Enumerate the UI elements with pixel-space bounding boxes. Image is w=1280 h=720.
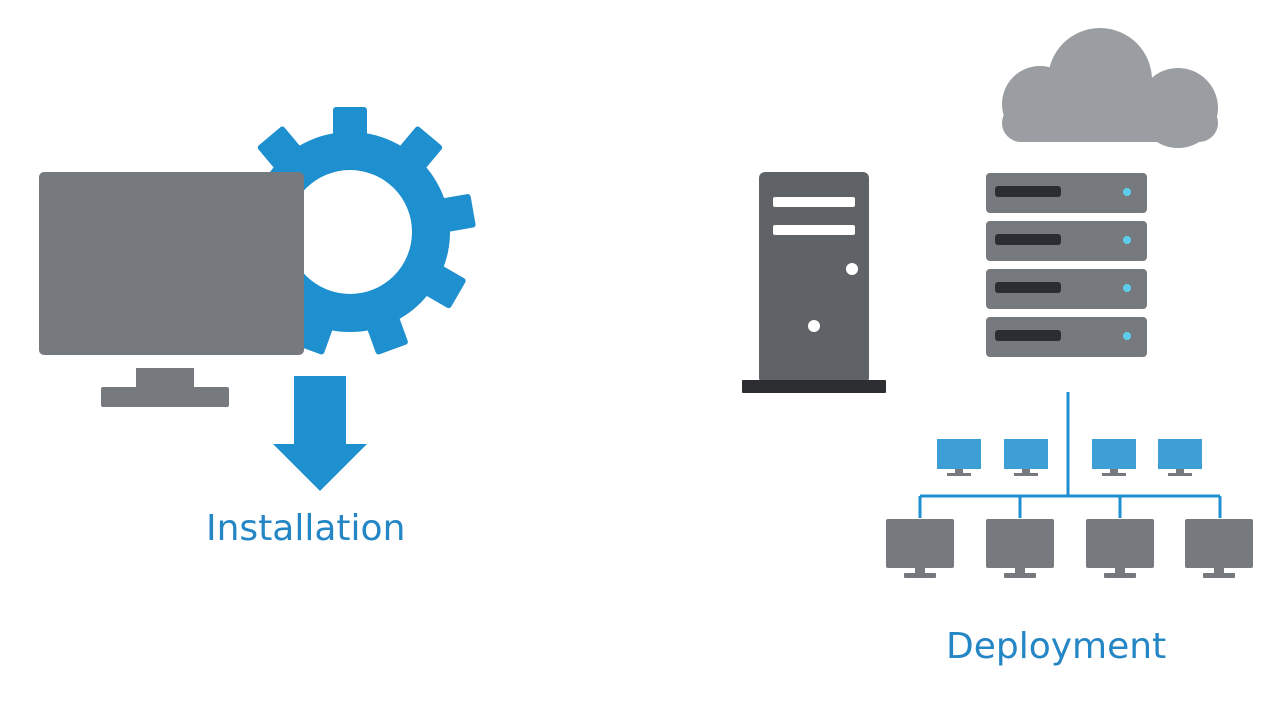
- cloud-icon: [1002, 28, 1218, 148]
- client-monitor-icon: [937, 439, 981, 476]
- workstation-monitor-icon: [986, 519, 1054, 578]
- rack-server-icon: [986, 173, 1147, 357]
- network-icon: [886, 392, 1253, 578]
- installation-label: Installation: [206, 508, 406, 549]
- download-arrow-icon: [273, 376, 367, 491]
- workstation-monitor-icon: [886, 519, 954, 578]
- deployment-label: Deployment: [946, 626, 1167, 667]
- client-monitor-icon: [1092, 439, 1136, 476]
- workstation-monitor-icon: [1185, 519, 1253, 578]
- client-monitor-icon: [1158, 439, 1202, 476]
- tower-server-icon: [742, 172, 886, 393]
- monitor-icon: [39, 172, 304, 407]
- client-monitor-icon: [1004, 439, 1048, 476]
- workstation-monitor-icon: [1086, 519, 1154, 578]
